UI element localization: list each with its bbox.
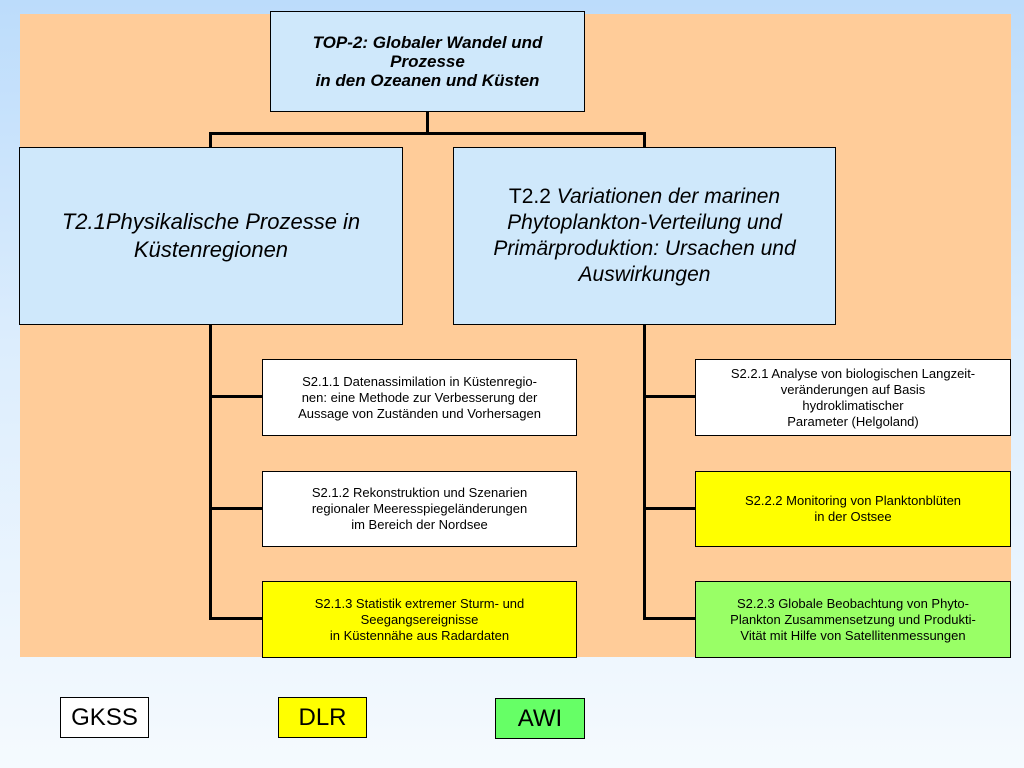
connector-t21-vertical: [209, 325, 212, 620]
connector-s211-branch: [209, 395, 262, 398]
top2-line2: Prozesse: [390, 52, 465, 71]
legend-dlr: DLR: [278, 697, 367, 738]
connector-top-stem: [426, 112, 429, 133]
s222-line1: S2.2.2 Monitoring von Planktonblüten: [744, 493, 962, 508]
s213-line3: in Küstennähe aus Radardaten: [329, 627, 510, 643]
t22-prefix: T2.2: [508, 185, 551, 208]
connector-s223-branch: [643, 617, 695, 620]
s223-line2: Plankton Zusammensetzung und Produkti-: [730, 611, 976, 627]
s213-box: S2.1.3 Statistik extremer Sturm- und See…: [262, 581, 577, 658]
s211-line1: S2.1.1 Datenassimilation in Küstenregio-: [302, 373, 537, 389]
s221-line4: Parameter (Helgoland): [787, 413, 919, 429]
t22-line4: Auswirkungen: [578, 263, 711, 286]
connector-s213-branch: [209, 617, 262, 620]
t21-line2: Küstenregionen: [133, 237, 289, 262]
s221-line3: hydroklimatischer: [802, 397, 904, 413]
connector-left-drop: [209, 132, 212, 147]
top2-line3: in den Ozeanen und Küsten: [315, 71, 540, 90]
t21-line1: T2.1Physikalische Prozesse in: [61, 209, 361, 234]
t22-line1-row: T2.2 Variationen der marinen: [493, 184, 795, 210]
t22-line1: Variationen der marinen: [556, 185, 781, 208]
s212-line1: S2.1.2 Rekonstruktion und Szenarien: [311, 485, 528, 500]
t22-line2: Phytoplankton-Verteilung und: [507, 211, 782, 234]
s223-box: S2.2.3 Globale Beobachtung von Phyto- Pl…: [695, 581, 1011, 658]
s212-line2: regionaler Meeresspiegeländerungen: [311, 501, 528, 516]
s213-line1: S2.1.3 Statistik extremer Sturm- und: [314, 595, 525, 611]
s211-line3: Aussage von Zuständen und Vorhersagen: [298, 405, 541, 421]
t21-box: T2.1Physikalische Prozesse in Küstenregi…: [19, 147, 403, 325]
s212-line3: im Bereich der Nordsee: [351, 517, 488, 532]
s222-box: S2.2.2 Monitoring von Planktonblüten in …: [695, 471, 1011, 547]
top2-line1: TOP-2: Globaler Wandel und: [312, 33, 543, 52]
top2-box: TOP-2: Globaler Wandel und Prozesse in d…: [270, 11, 585, 112]
s213-line2: Seegangsereignisse: [360, 611, 479, 627]
t22-box: T2.2 Variationen der marinen Phytoplankt…: [453, 147, 836, 325]
t22-line3: Primärproduktion: Ursachen und: [493, 237, 796, 260]
connector-top-horizontal: [209, 132, 646, 135]
connector-s212-branch: [209, 507, 262, 510]
s221-box: S2.2.1 Analyse von biologischen Langzeit…: [695, 359, 1011, 436]
s223-line3: Vität mit Hilfe von Satellitenmessungen: [740, 627, 966, 643]
s221-line1: S2.2.1 Analyse von biologischen Langzeit…: [730, 365, 976, 381]
s221-line2: veränderungen auf Basis: [780, 381, 926, 397]
s211-line2: nen: eine Methode zur Verbesserung der: [301, 389, 538, 405]
legend-gkss: GKSS: [60, 697, 149, 738]
connector-t22-vertical: [643, 325, 646, 620]
diagram-panel: [20, 14, 1011, 657]
connector-right-drop: [643, 132, 646, 147]
connector-s222-branch: [643, 507, 695, 510]
s212-box: S2.1.2 Rekonstruktion und Szenarien regi…: [262, 471, 577, 547]
connector-s221-branch: [643, 395, 695, 398]
s223-line1: S2.2.3 Globale Beobachtung von Phyto-: [737, 595, 969, 611]
legend-awi: AWI: [495, 698, 585, 739]
s222-line2: in der Ostsee: [814, 509, 892, 524]
s211-box: S2.1.1 Datenassimilation in Küstenregio-…: [262, 359, 577, 436]
